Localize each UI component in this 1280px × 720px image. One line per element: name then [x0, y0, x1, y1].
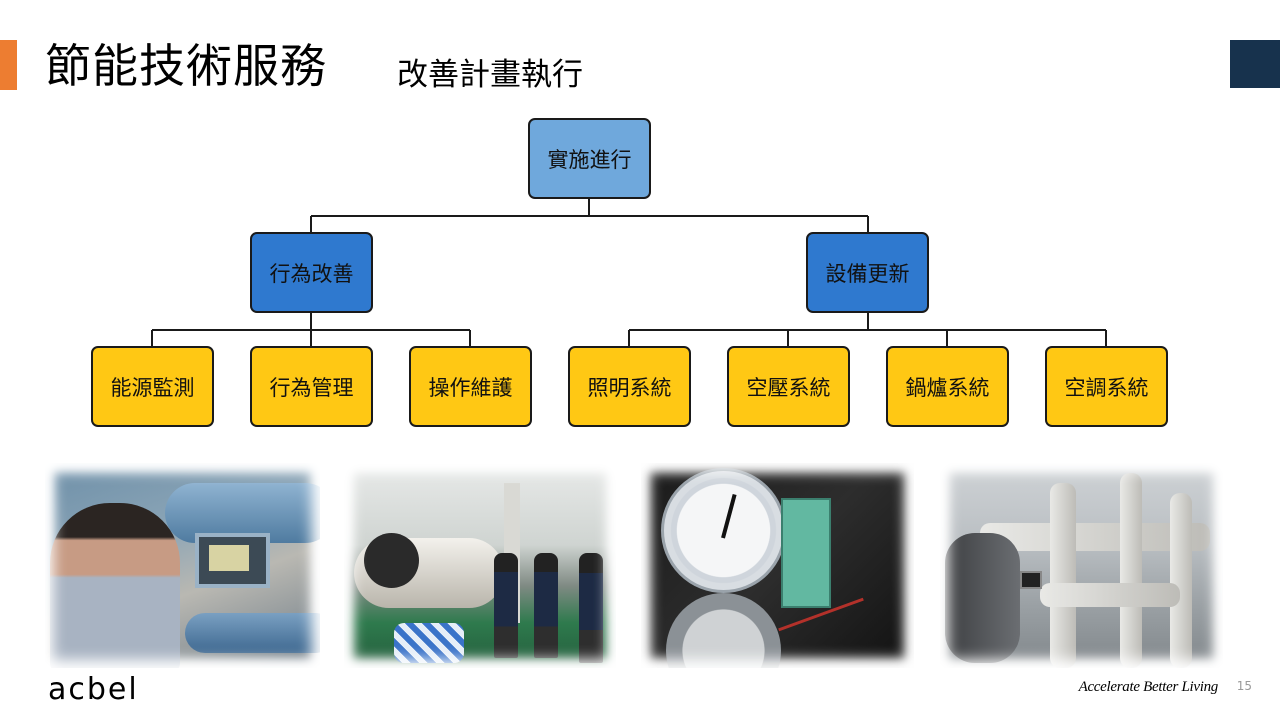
node-air-compressor-system: 空壓系統 — [727, 346, 850, 427]
photo-technician-measuring — [45, 463, 320, 668]
page-subtitle: 改善計畫執行 — [397, 57, 583, 93]
node-behavior-management: 行為管理 — [250, 346, 373, 427]
node-operation-maintenance: 操作維護 — [409, 346, 532, 427]
connector-root — [310, 199, 869, 232]
node-root: 實施進行 — [528, 118, 651, 199]
node-energy-monitoring: 能源監測 — [91, 346, 214, 427]
page-number: 15 — [1236, 679, 1252, 693]
node-boiler-system: 鍋爐系統 — [886, 346, 1009, 427]
tagline: Accelerate Better Living — [1078, 679, 1219, 695]
company-logo: acbel — [48, 672, 139, 707]
page-title: 節能技術服務 — [45, 39, 327, 93]
photo-plant-room-inspection — [344, 463, 616, 668]
photo-pressure-gauge-sensor — [641, 463, 914, 668]
node-lighting-system: 照明系統 — [568, 346, 691, 427]
corner-decoration — [1230, 40, 1280, 88]
node-behavior-improvement: 行為改善 — [250, 232, 373, 313]
accent-bar — [0, 40, 17, 90]
node-equipment-upgrade: 設備更新 — [806, 232, 929, 313]
connector-branch-2 — [628, 313, 1107, 346]
connector-branch-1 — [151, 313, 471, 346]
node-hvac-system: 空調系統 — [1045, 346, 1168, 427]
photo-piping-system — [940, 463, 1223, 668]
